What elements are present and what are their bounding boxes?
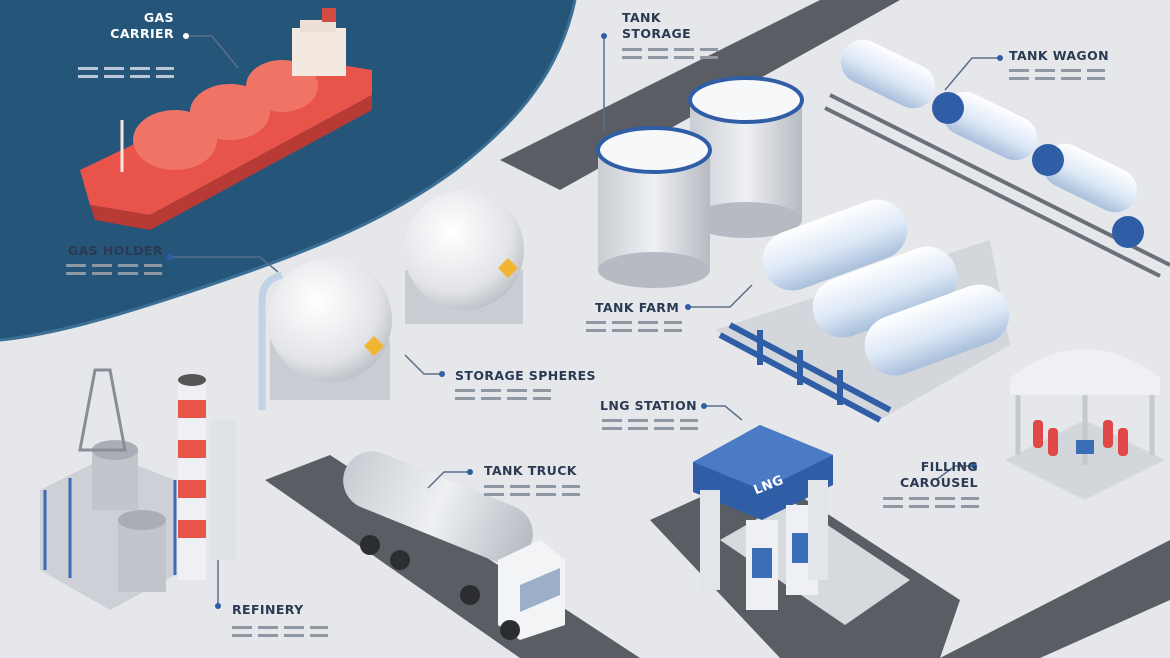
label-filling-carousel-line2: CAROUSEL	[900, 475, 978, 490]
placeholder-lines	[66, 264, 162, 280]
label-tank-storage-line1: TANK	[622, 10, 661, 25]
refinery	[40, 368, 236, 610]
gas-carrier-ship	[80, 8, 372, 230]
placeholder-lines	[78, 67, 174, 83]
leader-lines	[170, 35, 1000, 606]
label-tank-storage-line2: STORAGE	[622, 26, 692, 41]
label-tank-truck: TANK TRUCK	[484, 463, 577, 478]
label-gas-holder: GAS HOLDER	[68, 243, 163, 258]
placeholder-lines	[232, 626, 328, 642]
label-tank-farm: TANK FARM	[595, 300, 680, 315]
label-lng-station: LNG STATION	[600, 398, 697, 413]
sea	[0, 0, 575, 340]
storage-spheres	[258, 190, 524, 410]
placeholder-lines	[622, 48, 718, 64]
tank-truck	[343, 451, 565, 640]
placeholder-lines	[1009, 69, 1105, 85]
label-tank-storage: TANK STORAGE	[622, 10, 691, 42]
label-tank-wagon: TANK WAGON	[1009, 48, 1109, 63]
shore-highlight	[0, 0, 577, 342]
placeholder-lines	[602, 419, 698, 435]
placeholder-lines	[883, 497, 979, 513]
tank-farm	[715, 199, 1010, 423]
label-filling-carousel-line1: FILLING	[920, 459, 978, 474]
filling-carousel	[1005, 349, 1165, 500]
label-gas-carrier: GAS CARRIER	[100, 10, 174, 42]
placeholder-lines	[455, 389, 551, 405]
label-filling-carousel: FILLING CAROUSEL	[890, 459, 978, 491]
leader-dots	[167, 33, 1003, 609]
lng-station	[693, 425, 910, 625]
label-gas-carrier-line2: CARRIER	[110, 26, 174, 41]
tank-wagon-train	[824, 39, 1170, 278]
label-storage-spheres: STORAGE SPHERES	[455, 368, 596, 383]
label-gas-carrier-line1: GAS	[143, 10, 174, 25]
placeholder-lines	[484, 485, 580, 501]
tank-storage	[596, 76, 804, 288]
label-refinery: REFINERY	[232, 602, 304, 617]
placeholder-lines	[586, 321, 682, 337]
